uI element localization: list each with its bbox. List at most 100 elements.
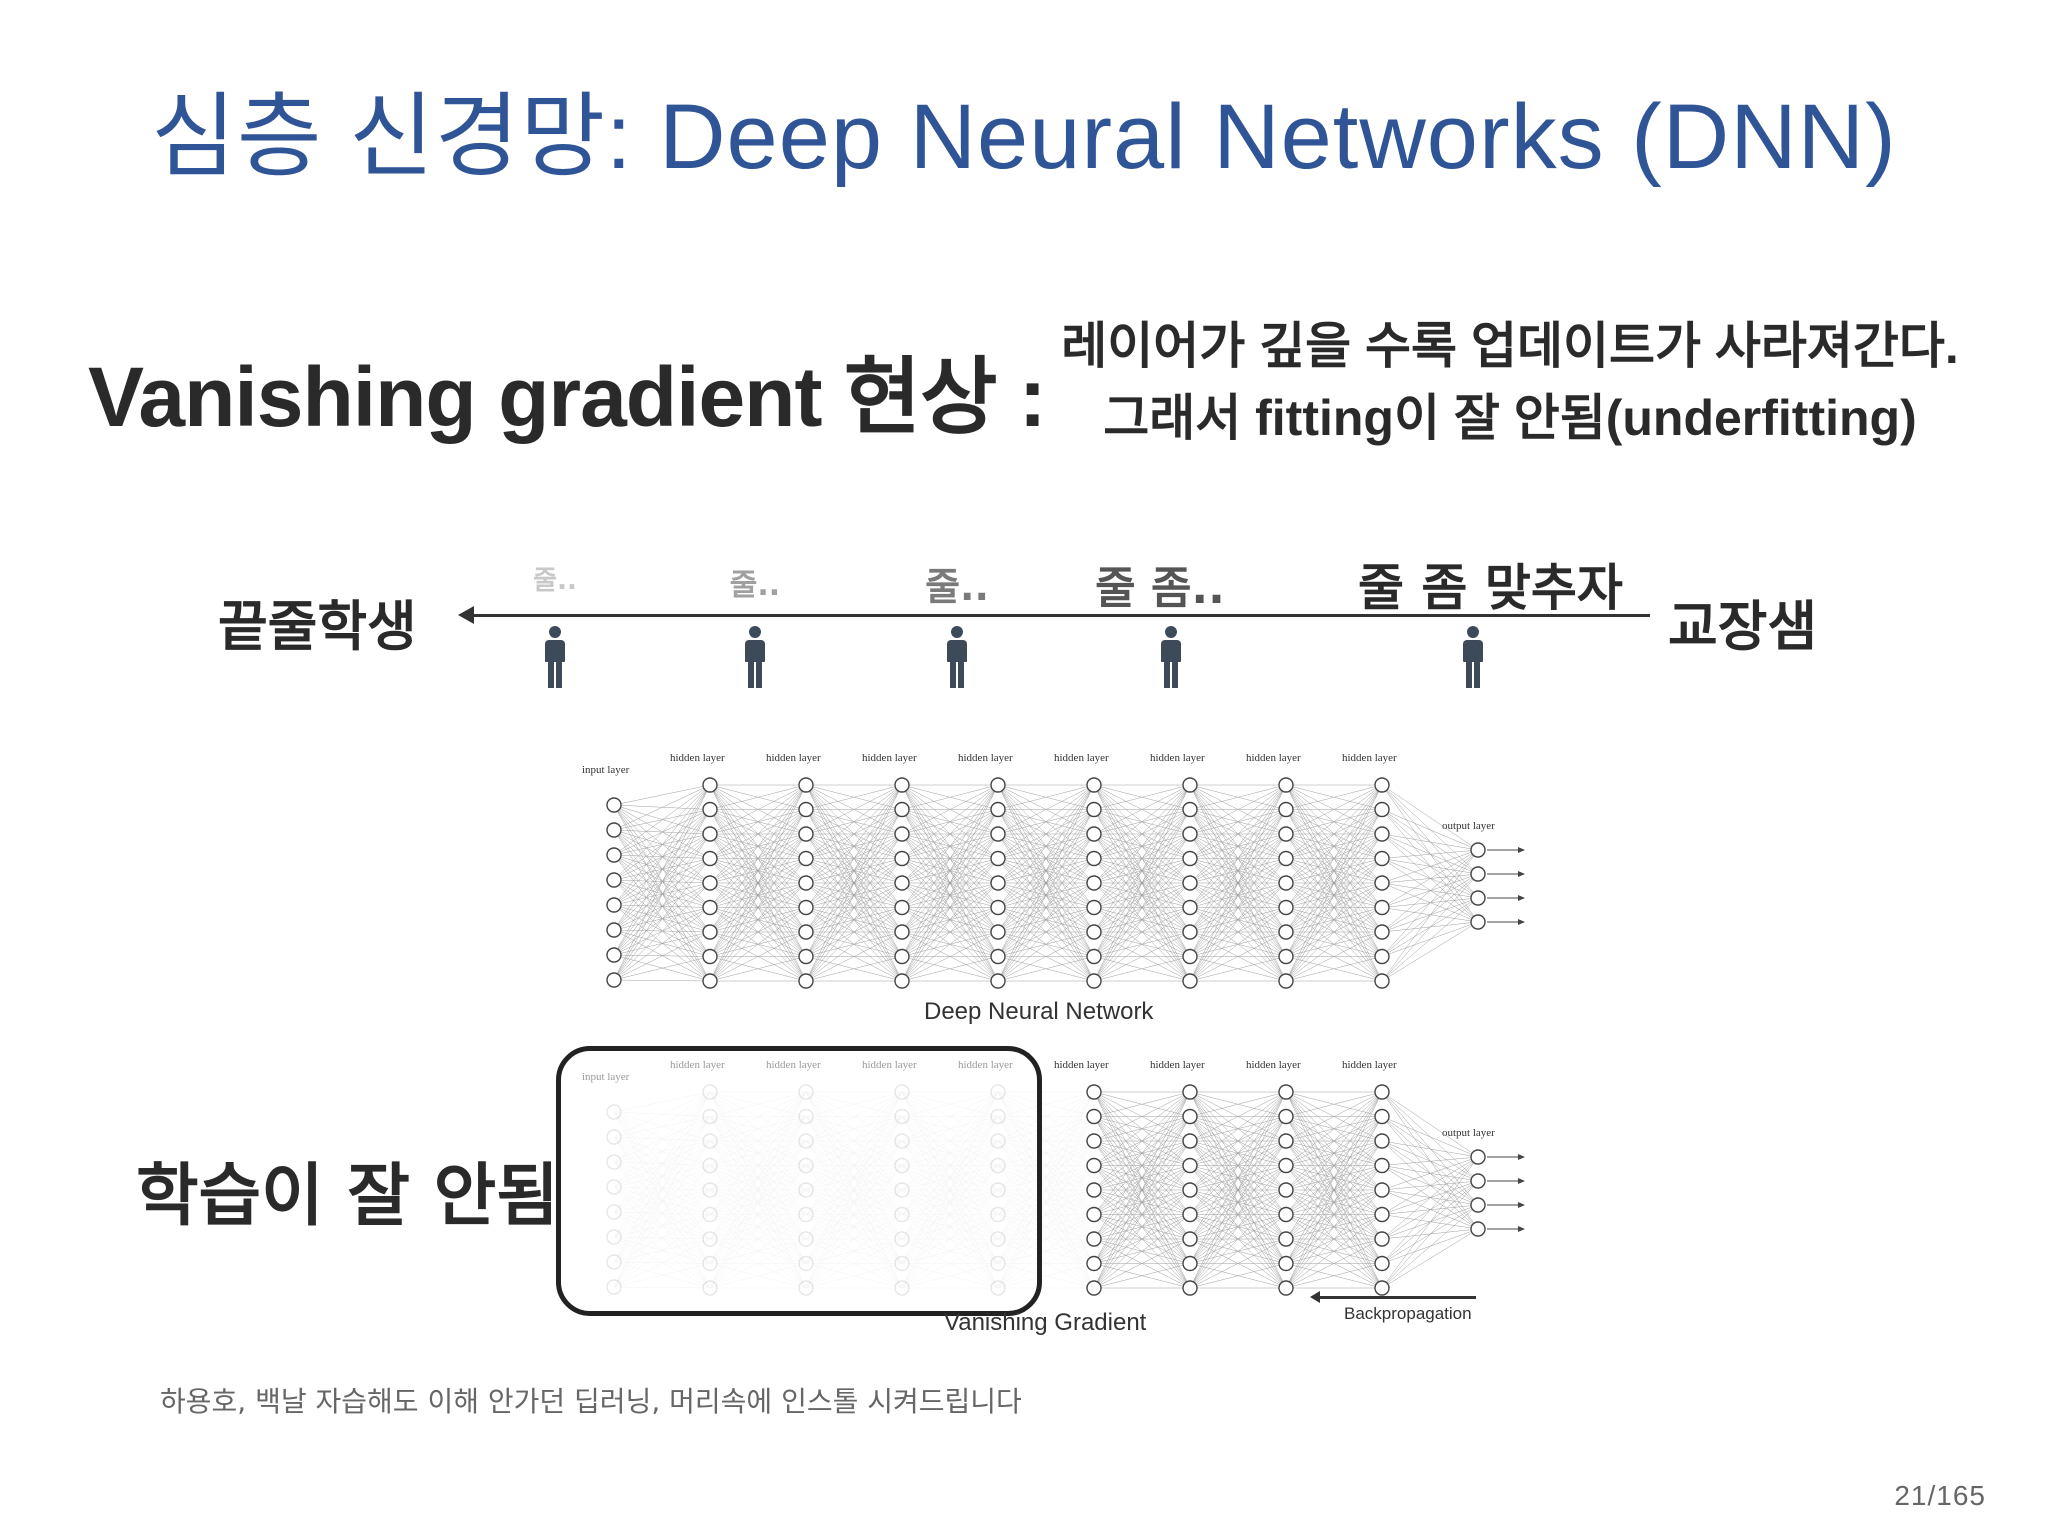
hidden-node (1086, 1280, 1102, 1296)
stage-4: 줄 좀.. (1040, 552, 1280, 616)
hidden-node (702, 1182, 718, 1198)
hidden-node (894, 1182, 910, 1198)
citation: 하용호, 백날 자습해도 이해 안가던 딥러닝, 머리속에 인스톨 시켜드립니다 (160, 1385, 1022, 1418)
hidden-layer-label: hidden layer (1342, 752, 1397, 764)
layer-connections (1093, 1091, 1191, 1289)
hidden-layer-label: hidden layer (862, 1059, 917, 1071)
stage-label: 줄.. (533, 566, 577, 596)
hidden-node (1086, 899, 1102, 916)
hidden-node (1182, 1084, 1198, 1100)
hidden-node (1086, 801, 1102, 818)
vanishing-gradient-caption: Vanishing Gradient (944, 1309, 1147, 1336)
hidden-node (1278, 948, 1294, 965)
hidden-node (1086, 777, 1102, 793)
output-node (1470, 842, 1486, 858)
hidden-node (1278, 1133, 1294, 1149)
hidden-node (990, 1157, 1006, 1174)
input-node (606, 1279, 622, 1295)
arrowhead-icon (1518, 1226, 1525, 1232)
hidden-node (1278, 1206, 1294, 1223)
hidden-node (990, 1280, 1006, 1296)
hidden-node (1182, 826, 1198, 842)
hidden-node (702, 1280, 718, 1296)
description-line-1: 레이어가 깊을 수록 업데이트가 사라져간다. (1061, 318, 1959, 374)
hidden-node (1182, 924, 1198, 940)
hidden-node (894, 973, 910, 989)
hidden-node (1086, 1133, 1102, 1149)
layer-connections (613, 784, 711, 982)
hidden-node (798, 801, 814, 818)
hidden-node (702, 875, 718, 891)
hidden-node (702, 1206, 718, 1223)
input-node (606, 947, 622, 963)
hidden-node (1182, 1157, 1198, 1174)
hidden-node (1374, 1182, 1390, 1198)
hidden-node (798, 850, 814, 867)
input-node (606, 1179, 622, 1195)
hidden-node (798, 1206, 814, 1223)
scale-right-label: 교장샘 (1668, 595, 1818, 658)
stage-2: 줄.. (635, 560, 875, 604)
input-node (606, 922, 622, 938)
hidden-node (702, 1157, 718, 1174)
hidden-node (990, 1084, 1006, 1100)
hidden-node (990, 850, 1006, 867)
hidden-node (702, 1108, 718, 1125)
hidden-node (990, 948, 1006, 965)
hidden-node (1278, 875, 1294, 891)
hidden-layer-label: hidden layer (1246, 752, 1301, 764)
hidden-node (1374, 1255, 1390, 1272)
hidden-node (1182, 973, 1198, 989)
hidden-node (1374, 850, 1390, 867)
input-node (606, 1229, 622, 1245)
layer-connections (1189, 1091, 1287, 1289)
layer-connections (709, 1091, 807, 1289)
hidden-node (1182, 1231, 1198, 1247)
hidden-node (798, 899, 814, 916)
hidden-node (702, 924, 718, 940)
hidden-node (1086, 1206, 1102, 1223)
hidden-node (1182, 1280, 1198, 1296)
hidden-node (1086, 826, 1102, 842)
hidden-node (894, 948, 910, 965)
input-node (606, 847, 622, 863)
hidden-node (894, 1231, 910, 1247)
student-icon (544, 626, 566, 688)
backpropagation-label: Backpropagation (1344, 1304, 1472, 1323)
hidden-node (1086, 1108, 1102, 1125)
hidden-node (1086, 1157, 1102, 1174)
hidden-layer-label: hidden layer (1342, 1059, 1397, 1071)
hidden-node (1278, 1108, 1294, 1125)
student-icon (744, 626, 766, 688)
hidden-node (1182, 899, 1198, 916)
layer-connections (997, 784, 1095, 982)
hidden-node (990, 924, 1006, 940)
stage-label: 줄 좀 맞추자 (1358, 559, 1623, 617)
hidden-node (1374, 1157, 1390, 1174)
hidden-node (1374, 948, 1390, 965)
hidden-node (798, 875, 814, 891)
hidden-node (1182, 850, 1198, 867)
hidden-node (894, 801, 910, 818)
hidden-node (894, 924, 910, 940)
hidden-node (798, 1182, 814, 1198)
hidden-node (1182, 1182, 1198, 1198)
hidden-node (894, 1206, 910, 1223)
description-line-2: 그래서 fitting이 잘 안됨(underfitting) (1103, 390, 1917, 446)
input-node (606, 1154, 622, 1170)
hidden-node (702, 801, 718, 818)
hidden-node (798, 948, 814, 965)
layer-connections (901, 784, 999, 982)
layer-connections (997, 1091, 1095, 1289)
hidden-node (1374, 1084, 1390, 1100)
student-icon (1160, 626, 1182, 688)
hidden-node (990, 1133, 1006, 1149)
hidden-node (1182, 1108, 1198, 1125)
hidden-node (1278, 1255, 1294, 1272)
hidden-node (990, 875, 1006, 891)
hidden-node (702, 777, 718, 793)
hidden-node (1182, 801, 1198, 818)
hidden-node (1182, 1133, 1198, 1149)
backprop-arrow (1318, 1296, 1476, 1299)
